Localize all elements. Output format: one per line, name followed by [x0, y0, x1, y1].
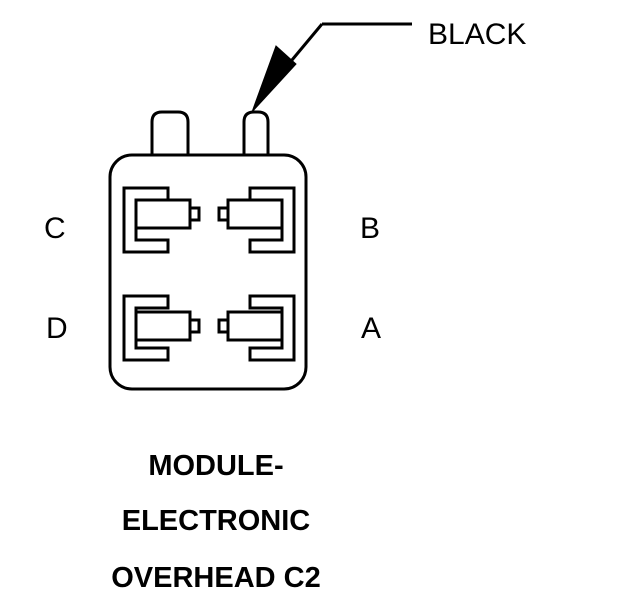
cavity-a [217, 294, 296, 362]
pin-label-b: B [360, 212, 380, 245]
pin-label-a: A [361, 312, 381, 345]
connector-body [108, 153, 308, 391]
pin-label-d: D [46, 312, 68, 345]
title-line-2: ELECTRONIC [122, 505, 311, 537]
cavity-c [122, 186, 201, 254]
callout-label: BLACK [428, 18, 526, 51]
latch-tab-right [242, 110, 270, 156]
callout-leader [280, 22, 412, 73]
title-line-1: MODULE- [148, 450, 283, 482]
title-line-3: OVERHEAD C2 [111, 562, 321, 594]
pin-label-c: C [44, 212, 66, 245]
cavity-b [217, 186, 296, 254]
latch-tab-left [150, 110, 190, 156]
callout-arrowhead [251, 45, 297, 113]
cavity-d [122, 294, 201, 362]
